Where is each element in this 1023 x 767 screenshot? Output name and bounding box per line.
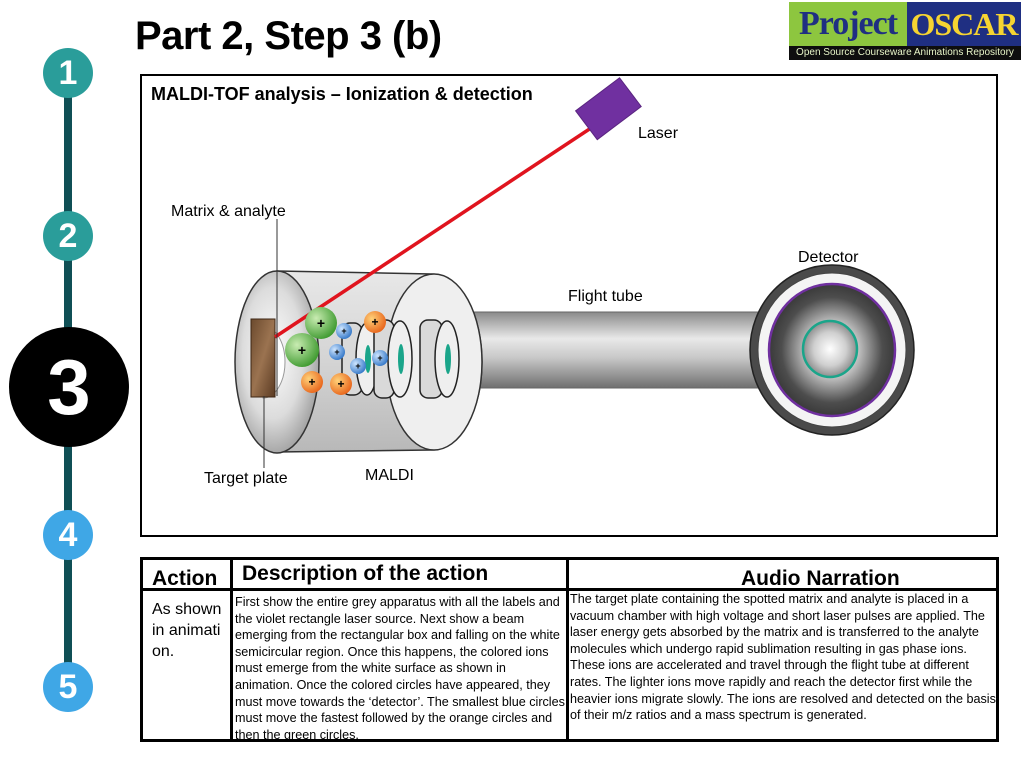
ion-blue <box>350 358 366 374</box>
description-header: Description of the action <box>233 560 566 591</box>
step-2-button[interactable]: 2 <box>43 211 93 261</box>
laser-source <box>574 77 642 141</box>
description-text: First show the entire grey apparatus wit… <box>235 595 565 742</box>
step-1-button[interactable]: 1 <box>43 48 93 98</box>
step-3-button[interactable]: 3 <box>9 327 129 447</box>
storyboard-table: Action As shown in animation. Descriptio… <box>140 557 999 742</box>
action-header: Action <box>143 560 230 591</box>
svg-text:+: + <box>377 353 382 363</box>
laser-beam <box>274 124 595 339</box>
action-cell: As shown in animation. <box>143 591 230 739</box>
detector-core <box>801 319 859 379</box>
svg-text:+: + <box>337 377 344 391</box>
action-header-text: Action <box>152 567 218 590</box>
description-column: Description of the action First show the… <box>233 560 569 742</box>
svg-text:+: + <box>355 361 360 371</box>
page-title: Part 2, Step 3 (b) <box>135 14 442 58</box>
narration-header-text: Audio Narration <box>741 567 900 590</box>
logo-word-project: Project <box>789 2 907 46</box>
ion-orange <box>330 373 352 395</box>
action-text: As shown in animation. <box>152 601 222 660</box>
svg-text:+: + <box>371 315 378 329</box>
svg-text:+: + <box>341 326 346 336</box>
matrix-analyte-label: Matrix & analyte <box>171 203 286 220</box>
narration-header: Audio Narration <box>569 560 996 591</box>
svg-text:+: + <box>308 375 315 389</box>
ion-green <box>305 307 337 339</box>
flight-tube-label: Flight tube <box>568 288 643 305</box>
detector-label: Detector <box>798 249 859 266</box>
target-plate-label: Target plate <box>204 470 288 487</box>
svg-text:+: + <box>298 342 306 358</box>
project-oscar-logo: Project OSCAR Open Source Courseware Ani… <box>789 2 1021 60</box>
maldi-tof-illustration: + + + + + + + + + MALDI-TOF analysis – I… <box>151 77 915 487</box>
maldi-tof-diagram: + + + + + + + + + MALDI-TOF analysis – I… <box>140 74 998 537</box>
ion-blue <box>372 350 388 366</box>
narration-column: Audio Narration The target plate contain… <box>569 560 996 739</box>
svg-text:+: + <box>334 347 339 357</box>
action-column: Action As shown in animation. <box>143 560 233 739</box>
target-plate <box>250 318 276 398</box>
svg-text:+: + <box>317 315 325 331</box>
logo-tagline: Open Source Courseware Animations Reposi… <box>789 46 1021 60</box>
maldi-label: MALDI <box>365 467 414 484</box>
ions-group: + + + + + + + + + <box>285 307 388 395</box>
description-header-text: Description of the action <box>242 562 489 585</box>
ion-blue <box>329 344 345 360</box>
narration-cell: The target plate containing the spotted … <box>569 591 996 739</box>
description-cell: First show the entire grey apparatus wit… <box>233 591 566 742</box>
step-5-button[interactable]: 5 <box>43 662 93 712</box>
diagram-heading: MALDI-TOF analysis – Ionization & detect… <box>151 84 533 104</box>
laser-label: Laser <box>638 125 679 142</box>
ion-blue <box>336 323 352 339</box>
ion-green <box>285 333 319 367</box>
acceleration-rings <box>341 319 460 399</box>
logo-word-oscar: OSCAR <box>907 2 1021 46</box>
step-4-button[interactable]: 4 <box>43 510 93 560</box>
narration-text: The target plate containing the spotted … <box>570 592 996 723</box>
ion-orange <box>364 311 386 333</box>
ion-orange <box>301 371 323 393</box>
